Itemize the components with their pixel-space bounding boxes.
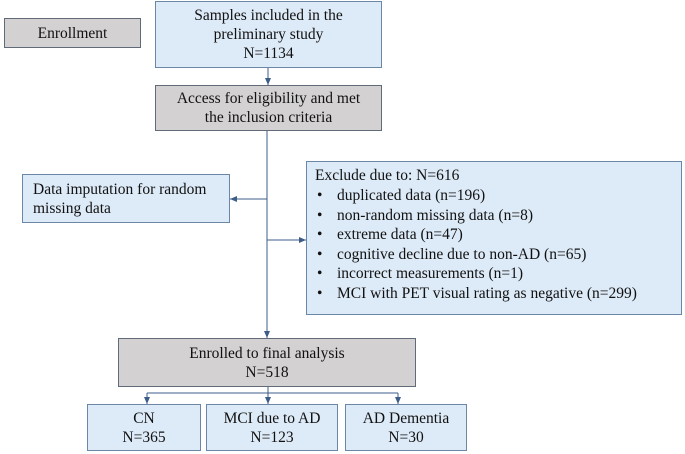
list-item: • non-random missing data (n=8) xyxy=(315,206,637,226)
bullet-icon: • xyxy=(317,206,323,224)
list-item: • MCI with PET visual rating as negative … xyxy=(315,284,637,304)
exclude-item-text: MCI with PET visual rating as negative (… xyxy=(337,284,637,302)
list-item: • incorrect measurements (n=1) xyxy=(315,264,637,284)
list-item: • duplicated data (n=196) xyxy=(315,186,637,206)
preliminary-study-box: Samples included in the preliminary stud… xyxy=(155,1,382,68)
bullet-icon: • xyxy=(317,226,323,244)
exclude-item-text: non-random missing data (n=8) xyxy=(337,206,533,224)
eligibility-line-1: Access for eligibility and met xyxy=(176,90,361,107)
exclude-item-text: cognitive decline due to non-AD (n=65) xyxy=(337,245,587,263)
final-line-2: N=518 xyxy=(245,363,289,381)
bullet-icon: • xyxy=(317,284,323,302)
mci-line-2: N=123 xyxy=(250,428,294,446)
enrollment-label: Enrollment xyxy=(4,18,141,48)
imputation-line-2: missing data xyxy=(33,199,111,217)
exclude-heading: Exclude due to: N=616 xyxy=(315,167,460,184)
imputation-box: Data imputation for random missing data xyxy=(22,174,230,223)
eligibility-line-2: the inclusion criteria xyxy=(204,109,333,126)
mci-line-1: MCI due to AD xyxy=(223,409,321,427)
bullet-icon: • xyxy=(317,265,323,283)
dementia-line-1: AD Dementia xyxy=(362,409,450,427)
list-item: • extreme data (n=47) xyxy=(315,225,637,245)
preliminary-line-1: Samples included in the xyxy=(194,7,343,24)
bullet-icon: • xyxy=(317,245,323,263)
preliminary-line-2: preliminary study xyxy=(213,26,324,43)
preliminary-line-3: N=1134 xyxy=(243,45,294,62)
dementia-box: AD Dementia N=30 xyxy=(345,404,467,451)
cn-line-2: N=365 xyxy=(122,428,166,446)
final-analysis-box: Enrolled to final analysis N=518 xyxy=(118,338,416,387)
mci-box: MCI due to AD N=123 xyxy=(206,404,338,451)
exclude-list: • duplicated data (n=196) • non-random mis… xyxy=(315,186,637,304)
eligibility-box: Access for eligibility and met the inclu… xyxy=(155,85,382,131)
imputation-line-1: Data imputation for random xyxy=(33,180,207,198)
list-item: • cognitive decline due to non-AD (n=65) xyxy=(315,245,637,265)
final-line-1: Enrolled to final analysis xyxy=(189,344,345,362)
exclude-box: Exclude due to: N=616 • duplicated data (… xyxy=(306,161,682,315)
bullet-icon: • xyxy=(317,187,323,204)
exclude-item-text: duplicated data (n=196) xyxy=(337,187,486,204)
enrollment-text: Enrollment xyxy=(37,24,108,42)
exclude-item-text: extreme data (n=47) xyxy=(337,226,463,244)
cn-line-1: CN xyxy=(133,409,155,427)
cn-box: CN N=365 xyxy=(87,404,201,451)
exclude-item-text: incorrect measurements (n=1) xyxy=(337,265,524,283)
dementia-line-2: N=30 xyxy=(388,428,424,446)
